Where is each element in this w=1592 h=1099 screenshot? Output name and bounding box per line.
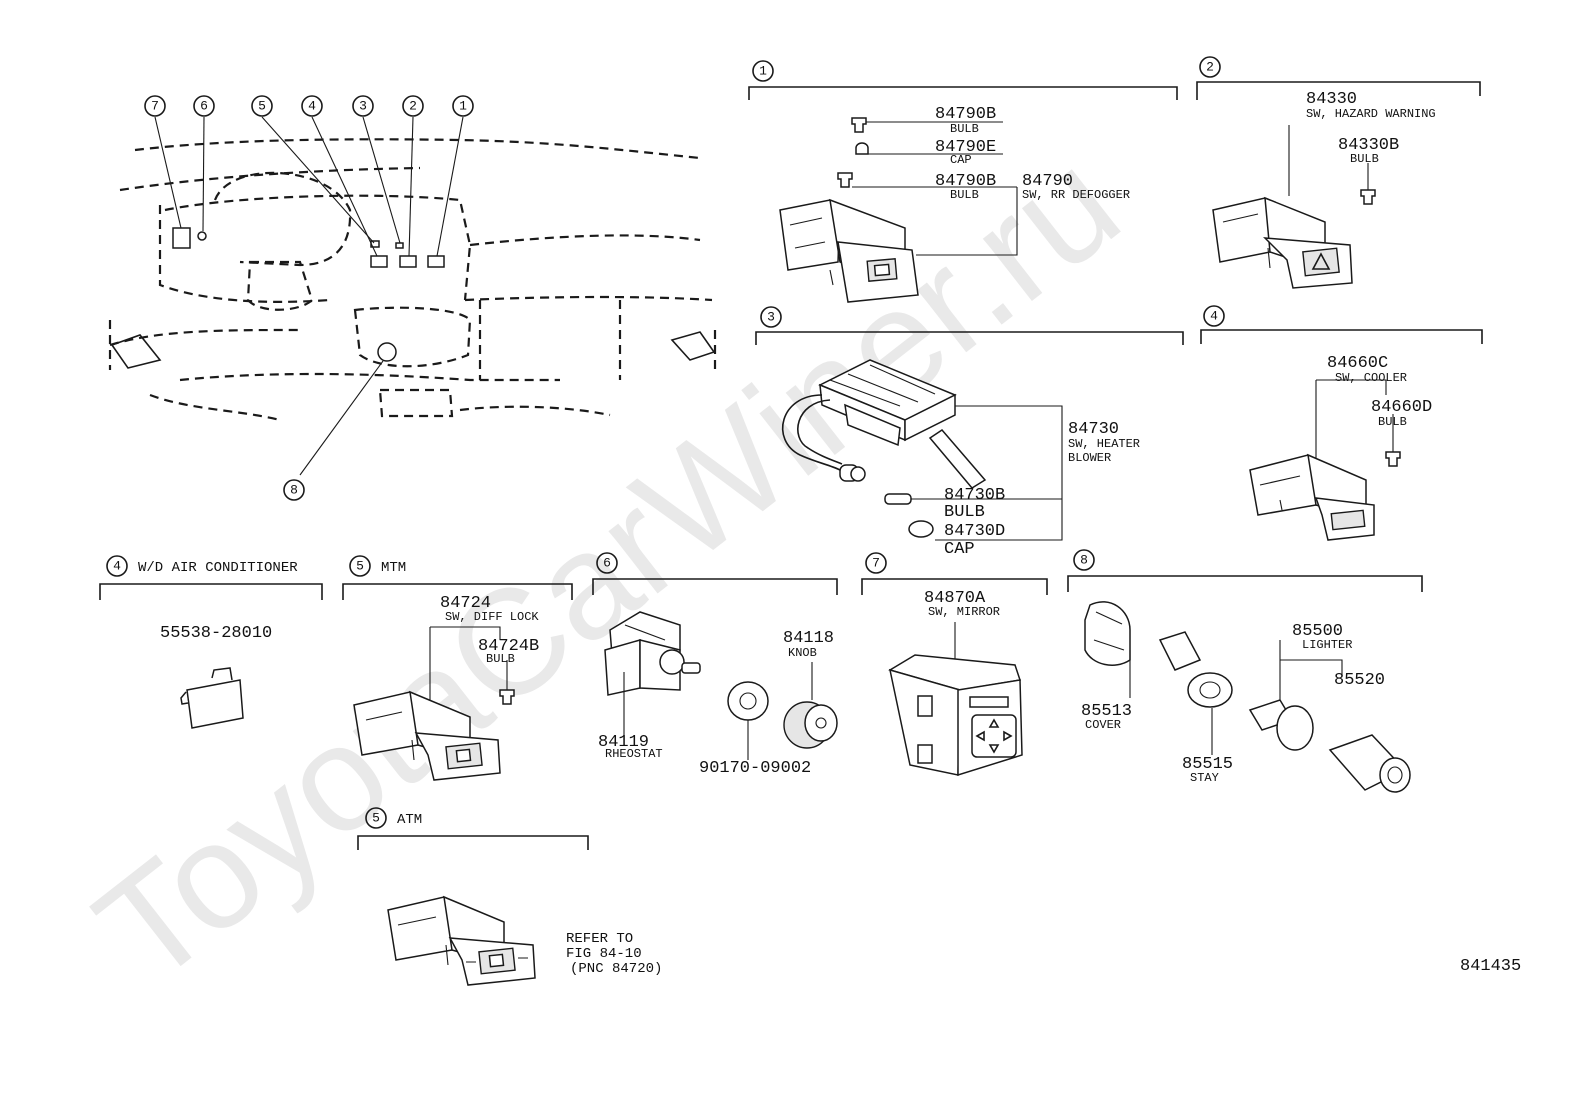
part-description: SW, HAZARD WARNING (1306, 107, 1436, 121)
section-number: 1 (759, 64, 767, 79)
dashboard-locator: 7 6 5 4 3 2 1 8 (108, 95, 717, 501)
section-8-lighter: 8 85513 COVER 85515 STAY 85500 LIGHTER 8… (1067, 549, 1423, 793)
callout-7: 7 (144, 95, 166, 117)
section-4-cooler: 4 84660C SW, COOLER 84660D BULB (1200, 305, 1483, 541)
section-number: 7 (872, 556, 880, 571)
part-number: 90170-09002 (699, 759, 811, 778)
section-number: 3 (767, 310, 775, 325)
section-number: 8 (1080, 553, 1088, 568)
part-number: 55538-28010 (160, 624, 272, 643)
section-6-rheostat: 6 84118 KNOB 84119 RHEOSTAT 90170-09002 (592, 552, 838, 778)
section-number: 6 (603, 556, 611, 571)
part-number: 84730B (944, 486, 1005, 505)
part-description: SW, DIFF LOCK (445, 610, 539, 624)
section-4-without-ac: 4 W/D AIR CONDITIONER 55538-28010 (99, 555, 323, 729)
part-number: 84790B (935, 172, 996, 191)
part-description: BULB (950, 188, 979, 202)
section-number: 4 (113, 559, 121, 574)
part-number: 85520 (1334, 671, 1385, 690)
section-5-mtm: 5 MTM 84724 SW, DIFF LOCK 84724B BULB (342, 555, 573, 781)
part-description: RHEOSTAT (605, 747, 663, 761)
part-description: KNOB (788, 646, 817, 660)
part-number: 84660C (1327, 354, 1388, 373)
section-number: 2 (1206, 60, 1214, 75)
section-title: MTM (381, 560, 406, 576)
callout-8: 8 (283, 479, 305, 501)
section-number: 5 (356, 559, 364, 574)
callout-label: 6 (200, 99, 208, 114)
part-description: SW, MIRROR (928, 605, 1000, 619)
callout-label: 3 (359, 99, 367, 114)
part-number: 85515 (1182, 755, 1233, 774)
part-description: BULB (1350, 152, 1379, 166)
callout-label: 8 (290, 483, 298, 498)
callout-label: 4 (308, 99, 316, 114)
callout-6: 6 (193, 95, 215, 117)
part-number: 84119 (598, 733, 649, 752)
part-number: 84870A (924, 589, 986, 608)
part-description: SW, COOLER (1335, 371, 1407, 385)
section-number: 4 (1210, 309, 1218, 324)
part-number: 84730D (944, 522, 1005, 541)
refer-note: (PNC 84720) (570, 961, 662, 977)
part-number: 84790B (935, 105, 996, 124)
part-number: 84790E (935, 138, 996, 157)
part-number: 84730 (1068, 420, 1119, 439)
part-description: LIGHTER (1302, 638, 1352, 652)
section-7-mirror: 7 84870A SW, MIRROR (861, 552, 1048, 777)
part-description: BULB (486, 652, 515, 666)
part-description: BULB (1378, 415, 1407, 429)
part-description: CAP (944, 540, 975, 559)
part-number: 85500 (1292, 622, 1343, 641)
callout-1: 1 (452, 95, 474, 117)
section-1-rr-defogger: 1 84790B BULB 84790E CAP 84790B BULB 847… (748, 60, 1178, 303)
section-3-heater-blower: 3 84730 SW, HEATER BLOWER 84730B BULB 84… (755, 306, 1184, 559)
part-description: SW, HEATER (1068, 437, 1140, 451)
callout-4: 4 (301, 95, 323, 117)
part-description: BULB (950, 122, 979, 136)
refer-note: FIG 84-10 (566, 946, 642, 962)
part-number: 84724 (440, 594, 491, 613)
section-title: ATM (397, 812, 422, 828)
part-number: 84724B (478, 637, 539, 656)
section-title: W/D AIR CONDITIONER (138, 560, 298, 576)
callout-label: 7 (151, 99, 159, 114)
callout-2: 2 (402, 95, 424, 117)
part-description: STAY (1190, 771, 1219, 785)
section-number: 5 (372, 811, 380, 826)
callout-5: 5 (251, 95, 273, 117)
section-2-hazard-warning: 2 84330 SW, HAZARD WARNING 84330B BULB (1196, 56, 1481, 289)
callout-label: 5 (258, 99, 266, 114)
figure-id: 841435 (1460, 957, 1521, 976)
callout-3: 3 (352, 95, 374, 117)
part-number: 85513 (1081, 702, 1132, 721)
callout-label: 1 (459, 99, 467, 114)
refer-note: REFER TO (566, 931, 633, 947)
part-number: 84330B (1338, 136, 1399, 155)
part-number: 84790 (1022, 172, 1073, 191)
part-number: 84330 (1306, 90, 1357, 109)
part-number: 84660D (1371, 398, 1432, 417)
section-5-atm: 5 ATM REFER TO FIG 84-10 (PNC 84720) (357, 807, 662, 986)
part-description: BLOWER (1068, 451, 1111, 465)
callout-label: 2 (409, 99, 417, 114)
part-description: CAP (950, 153, 972, 167)
part-number: 84118 (783, 629, 834, 648)
part-description: BULB (944, 503, 985, 522)
part-description: SW, RR DEFOGGER (1022, 188, 1130, 202)
part-description: COVER (1085, 718, 1121, 732)
